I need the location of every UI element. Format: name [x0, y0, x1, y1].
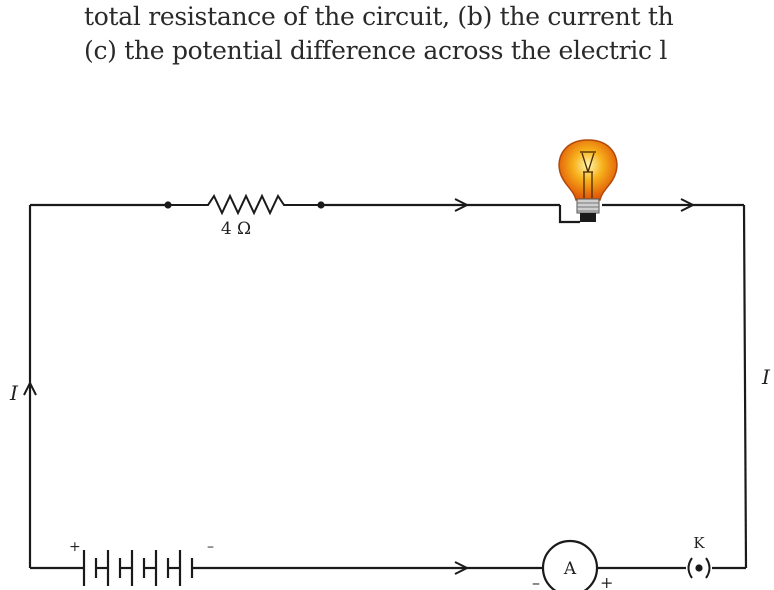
- circuit-wires: [28, 203, 748, 570]
- ammeter-plus-label: +: [600, 573, 613, 590]
- key-switch-icon: K: [687, 534, 711, 579]
- arrow-top-middle-icon: [454, 198, 470, 212]
- battery-minus-label: –: [207, 539, 214, 555]
- key-label: K: [693, 534, 705, 552]
- wire-right: [742, 204, 748, 569]
- battery-plus-label: +: [69, 539, 81, 555]
- ammeter: A – +: [532, 539, 613, 590]
- resistor-zigzag: [168, 193, 321, 216]
- arrow-bottom-icon: [454, 561, 470, 575]
- current-label-left: I: [9, 381, 19, 405]
- resistor-label: 4 Ω: [221, 219, 251, 239]
- bulb-icon: [558, 139, 618, 222]
- resistor: 4 Ω: [164, 193, 325, 239]
- arrow-top-right-icon: [680, 198, 696, 212]
- arrow-left-up-icon: [23, 380, 37, 396]
- problem-text-line-1: total resistance of the circuit, (b) the…: [84, 2, 674, 31]
- ammeter-circle: [541, 539, 599, 590]
- wire-bulb-in: [558, 205, 580, 224]
- problem-text-line-2: (c) the potential difference across the …: [84, 36, 668, 65]
- current-label-right: I: [761, 365, 771, 389]
- bulb-filament: [580, 151, 596, 198]
- current-arrows: [23, 198, 696, 575]
- bulb-contact: [580, 213, 596, 222]
- ammeter-minus-label: –: [532, 573, 540, 590]
- battery-icon: [82, 550, 210, 586]
- ammeter-label: A: [563, 559, 577, 579]
